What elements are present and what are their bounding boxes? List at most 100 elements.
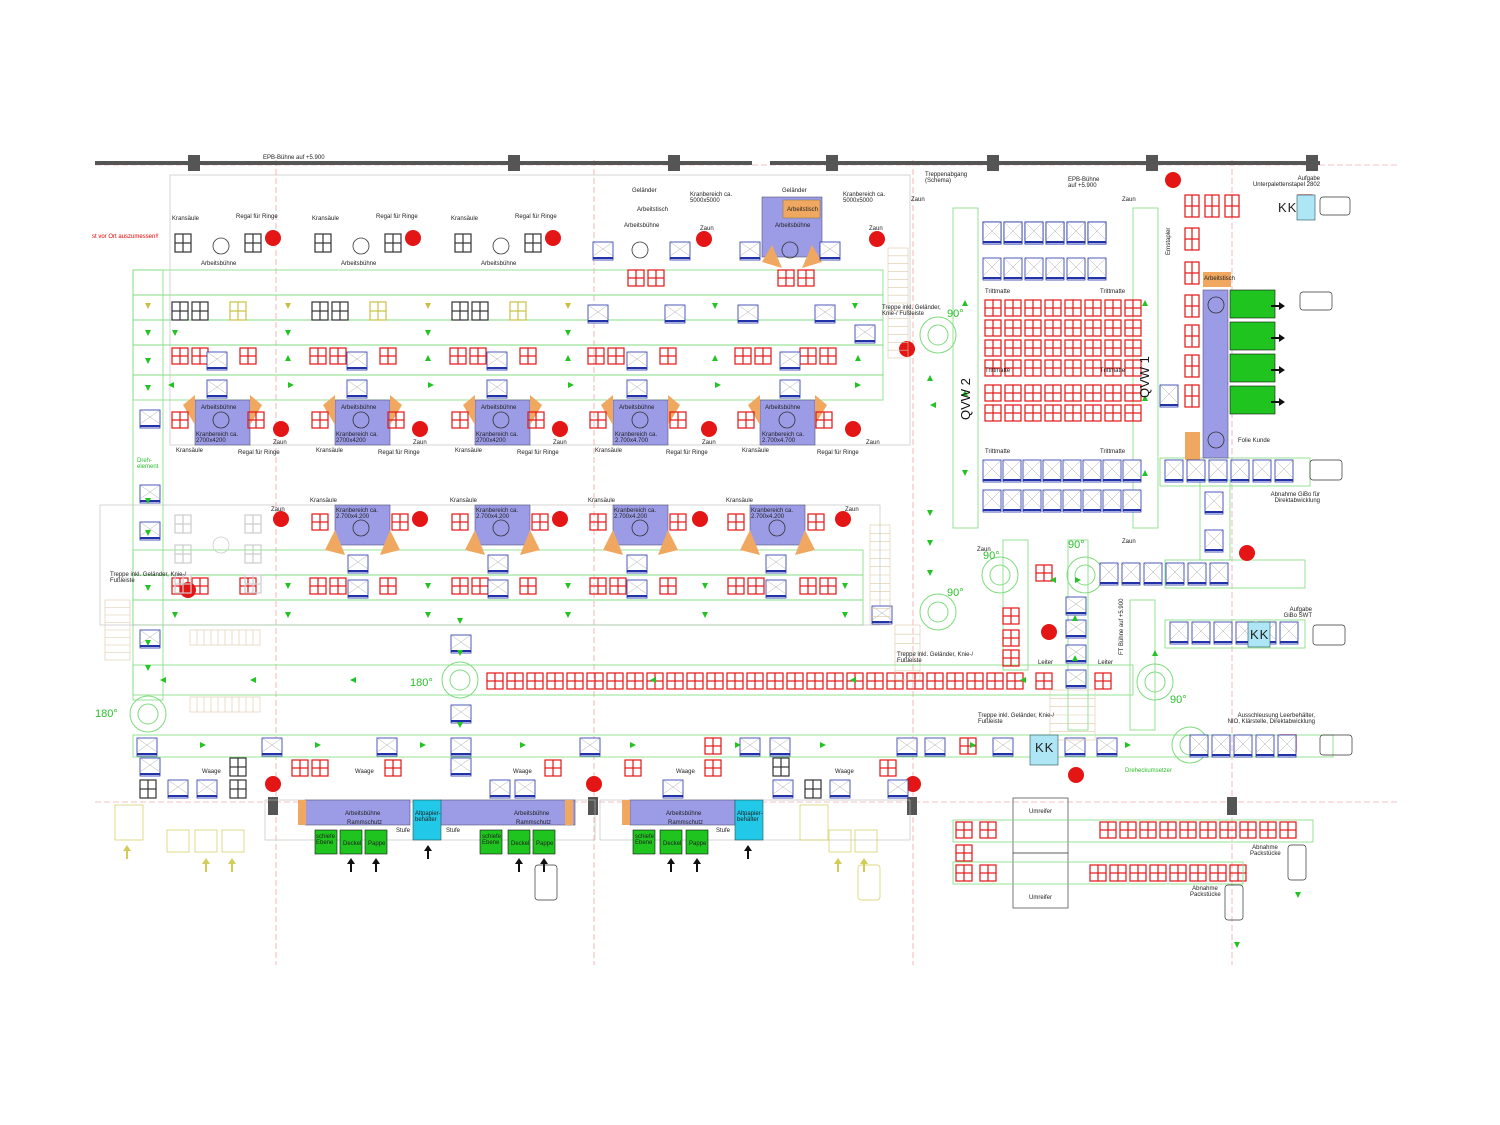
kransaeule-row2-2: Kransäule: [316, 448, 344, 454]
gibo-box: [1024, 221, 1044, 245]
umreifer-2: Umreifer: [1029, 895, 1053, 901]
gibo-box: [1211, 734, 1231, 758]
flow-arrow: [200, 742, 206, 748]
gibo-box: [1165, 562, 1185, 586]
gibo-box: [765, 554, 787, 574]
flow-arrow: [1125, 742, 1131, 748]
deckel-3: Deckel: [663, 841, 682, 847]
flow-arrow: [145, 303, 151, 309]
flow-arrow: [962, 390, 968, 396]
gibo-box: [1022, 489, 1042, 513]
forklifts: [534, 196, 1353, 921]
gibo-box: [347, 579, 369, 599]
flow-arrow: [1295, 892, 1301, 898]
gibo-box: [779, 379, 801, 399]
treppe-2: Treppe inkl. Geländer, Knie-/ Fußleiste: [110, 572, 187, 584]
regal-row2-5: Regal für Ringe: [817, 450, 859, 456]
arbeitsbuehne-row2-2: Arbeitsbühne: [341, 405, 377, 411]
gibo-box: [664, 304, 686, 324]
gibo-box: [1003, 257, 1023, 281]
flow-arrow: [850, 677, 856, 683]
flow-arrow: [145, 358, 151, 364]
gibo-box: [1186, 459, 1206, 483]
treppe-3: Treppe inkl. Geländer, Knie-/ Fußleiste: [897, 652, 974, 664]
zaun-top-4: Zaun: [1122, 197, 1136, 203]
stairs: [104, 247, 1096, 741]
gibo-box: [1062, 459, 1082, 483]
pappe-3: Pappe: [689, 841, 707, 847]
gibo-box: [1082, 459, 1102, 483]
folie-label: Folie Kunde: [1238, 438, 1271, 444]
regal-row2-4: Regal für Ringe: [666, 450, 708, 456]
angle-90-1: 90°: [947, 308, 964, 320]
flow-arrow: [145, 330, 151, 336]
schiefe-ebene-1: schiefe Ebene: [316, 834, 336, 846]
treppe-4: Treppe inkl. Geländer, Knie-/ Fußleiste: [978, 713, 1055, 725]
schiefe-ebene-2: schiefe Ebene: [482, 834, 502, 846]
gibo-box: [1189, 734, 1209, 758]
flow-arrow: [428, 382, 434, 388]
gibo-box: [1065, 596, 1087, 616]
gibo-box: [1213, 621, 1233, 645]
flow-arrow: [145, 585, 151, 591]
gibo-box: [1002, 489, 1022, 513]
kranbereich-5000-1: Kranbereich ca. 5000x5000: [690, 192, 733, 204]
gibo-box: [1208, 459, 1228, 483]
gibo-box: [1022, 459, 1042, 483]
gibo-box: [626, 579, 648, 599]
gibo-box: [514, 779, 536, 799]
trittmatte-6: Trittmatte: [1100, 449, 1126, 455]
gibo-box: [1066, 257, 1086, 281]
gibo-box: [1159, 384, 1179, 408]
flow-arrow: [1142, 470, 1148, 476]
trittmatte-2: Trittmatte: [1100, 289, 1126, 295]
kranbereich-5: Kranbereich ca. 2.700x4.700: [762, 432, 805, 444]
flow-arrow: [457, 722, 463, 728]
flow-arrow: [145, 530, 151, 536]
gibo-box: [139, 409, 161, 429]
gibo-box: [1003, 221, 1023, 245]
flow-arrow: [168, 382, 174, 388]
kransaeule-row3-3: Kransäule: [588, 498, 616, 504]
gibo-box: [772, 779, 794, 799]
flow-arrow: [457, 618, 463, 624]
gibo-box: [1087, 257, 1107, 281]
gibo-box: [450, 757, 472, 777]
waage-5: Waage: [835, 769, 854, 775]
zaun-mid-1: Zaun: [273, 440, 287, 446]
kranbereich-row3-4: Kranbereich ca. 2.700x4.200: [751, 508, 794, 520]
arbeitsbuehne-4: Arbeitsbühne: [624, 223, 660, 229]
flow-arrow: [250, 677, 256, 683]
rammschutz-bottom-1: Rammschutz: [347, 820, 383, 826]
flow-arrow: [145, 640, 151, 646]
gibo-box: [1102, 459, 1122, 483]
waage-3: Waage: [513, 769, 532, 775]
flow-arrow: [565, 330, 571, 336]
gibo-box: [1082, 489, 1102, 513]
flow-arrow: [285, 612, 291, 618]
qvw1-label: QVW 1: [1137, 356, 1152, 398]
gibo-box: [662, 779, 684, 799]
gibo-box: [346, 351, 368, 371]
gibo-box: [196, 779, 218, 799]
zaun-row3-2: Zaun: [845, 507, 859, 513]
arbeitsbuehne-row2-4: Arbeitsbühne: [619, 405, 655, 411]
flow-arrow: [712, 355, 718, 361]
ernstapler-label: Ernstapler: [1166, 227, 1172, 255]
zaun-bottom-qvw: Zaun: [1122, 539, 1136, 545]
note-ausschleusung: Ausschleusung Leerbehälter, NIO, Klärste…: [1227, 713, 1315, 725]
stair-scheme-label: Treppenabgang (Schema): [925, 172, 968, 184]
flow-arrow: [565, 583, 571, 589]
kranbereich-row3-2: Kranbereich ca. 2.700x4.200: [476, 508, 519, 520]
flow-arrow: [565, 612, 571, 618]
stufe-3: Stufe: [716, 828, 731, 834]
flow-arrow: [425, 583, 431, 589]
gibo-box: [1042, 489, 1062, 513]
kranbereich-4: Kranbereich ca. 2.700x4.700: [615, 432, 658, 444]
kransaeule-row3-4: Kransäule: [726, 498, 754, 504]
drehumsetzer-label: Dreheckumsetzer: [1125, 768, 1173, 774]
pappe-1: Pappe: [368, 841, 386, 847]
zaun-top-3: Zaun: [911, 197, 925, 203]
gibo-box: [261, 737, 283, 757]
flow-arrow: [565, 355, 571, 361]
